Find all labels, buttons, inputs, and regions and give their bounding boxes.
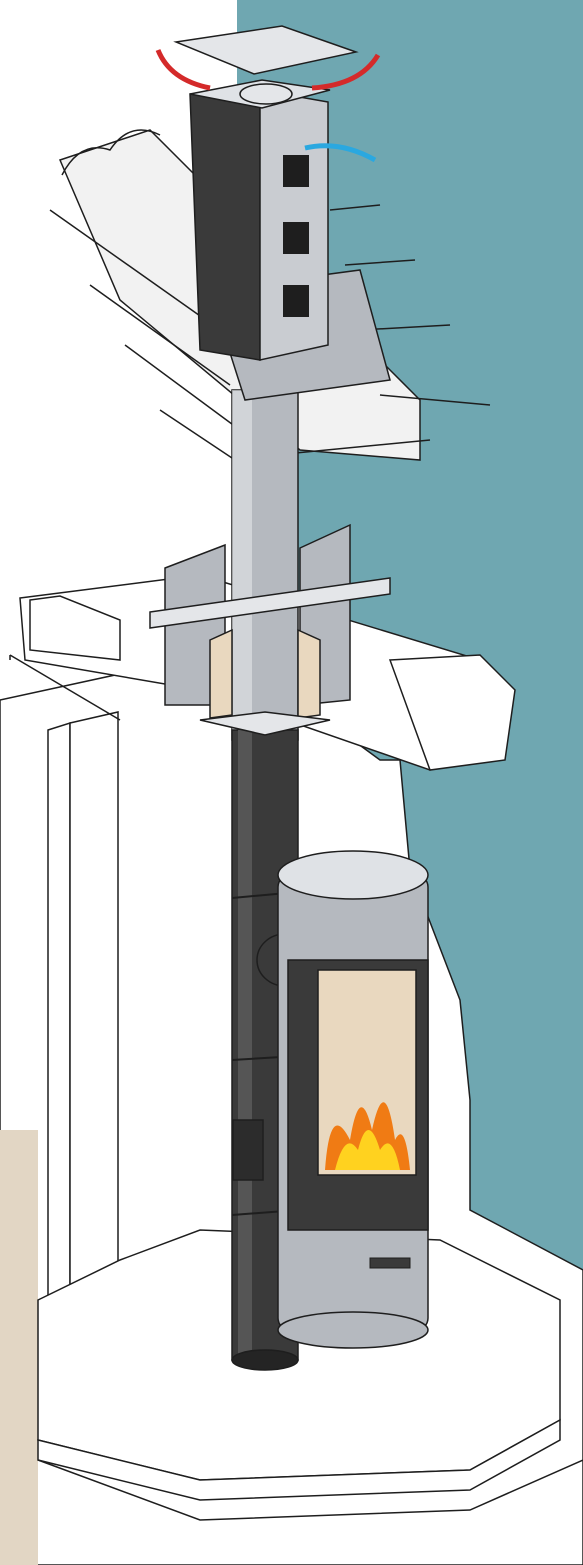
fire [325,1102,410,1170]
wall-pillar [47,721,71,1312]
beige-panel [0,1130,38,1565]
insulated-stainless-flue [231,389,299,741]
cleanout-door [232,1119,264,1181]
fresh-air-intake-arrow-icon [304,143,377,163]
airflow-arrows [155,48,381,163]
floor-plinth-edge [37,1418,561,1501]
floor-base [37,1459,583,1521]
wall-pillar-face [69,711,119,1301]
wood-stove [277,850,429,1349]
exhaust-left-arrow-icon [155,48,211,91]
exhaust-right-arrow-icon [311,53,381,91]
ceiling-support [149,523,391,736]
ventilation-grilles [283,155,309,317]
chimney-housing [173,25,391,401]
